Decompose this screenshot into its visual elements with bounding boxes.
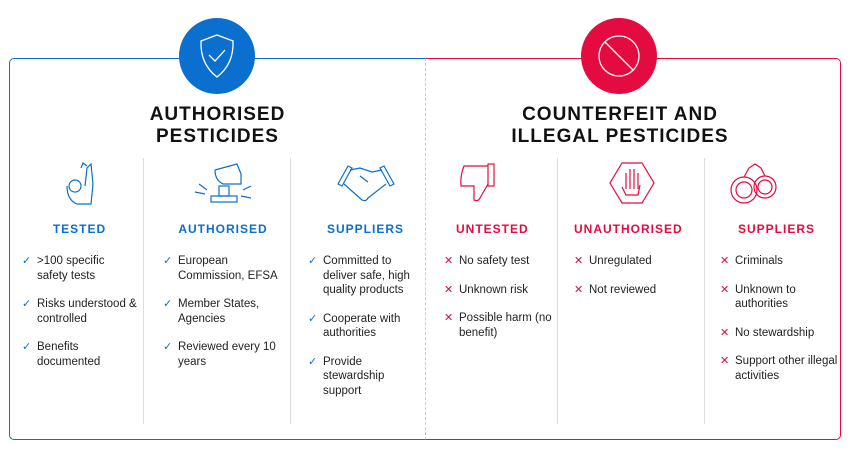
- list-item: ✕No stewardship: [720, 326, 815, 339]
- list-item: ✓Provide stewardship support: [308, 355, 385, 397]
- list-item: ✓Benefits documented: [22, 341, 101, 368]
- thumbs-down-icon: [404, 158, 552, 208]
- column-label: SUPPLIERS: [738, 222, 816, 236]
- column-suppliers-illegal: SUPPLIERS ✕Criminals ✕Unknown to authorit…: [720, 158, 840, 424]
- column-unauthorised: UNAUTHORISED ✕Unregulated ✕Not reviewed: [574, 158, 699, 424]
- list-item: ✓>100 specific safety tests: [22, 255, 105, 282]
- handshake-icon: [308, 158, 423, 208]
- list-item: ✓Member States, Agencies: [163, 298, 260, 325]
- stamp-icon: [163, 158, 283, 208]
- column-label: TESTED: [52, 222, 107, 236]
- list-item: ✕No safety test: [444, 255, 530, 267]
- column-untested: UNTESTED ✕No safety test ✕Unknown risk ✕Po…: [444, 158, 552, 424]
- list-item: ✕Unregulated: [574, 255, 652, 267]
- column-label: SUPPLIERS: [326, 222, 404, 236]
- list-item: ✕Unknown to authorities: [720, 283, 796, 311]
- column-tested: TESTED ✓>100 specific safety tests ✓Risks…: [22, 158, 137, 424]
- column-label: AUTHORISED: [178, 222, 268, 236]
- list-item: ✕Criminals: [720, 255, 783, 267]
- list-item: ✓Reviewed every 10 years: [163, 341, 276, 368]
- list-item: ✓Risks understood & controlled: [22, 298, 137, 325]
- column-label: UNTESTED: [456, 222, 529, 236]
- shield-check-icon: [179, 18, 255, 94]
- list-item: ✓Cooperate with authorities: [308, 312, 401, 340]
- stop-hand-icon: [564, 158, 699, 208]
- list-item: ✓Committed to deliver safe, high quality…: [308, 255, 410, 296]
- column-suppliers: SUPPLIERS ✓Committed to deliver safe, hi…: [308, 158, 423, 424]
- list-item: ✕Possible harm (no benefit): [444, 312, 552, 339]
- list-item: ✕Unknown risk: [444, 283, 529, 296]
- column-authorised: AUTHORISED ✓European Commission, EFSA ✓Me…: [163, 158, 283, 424]
- list-item: ✕Support other illegal activities: [720, 355, 838, 382]
- ok-hand-icon: [22, 158, 137, 208]
- prohibited-icon: [581, 18, 657, 94]
- column-label: UNAUTHORISED: [574, 222, 683, 236]
- handcuffs-icon: [670, 158, 840, 208]
- list-item: ✕Not reviewed: [574, 283, 657, 296]
- list-item: ✓European Commission, EFSA: [163, 255, 278, 282]
